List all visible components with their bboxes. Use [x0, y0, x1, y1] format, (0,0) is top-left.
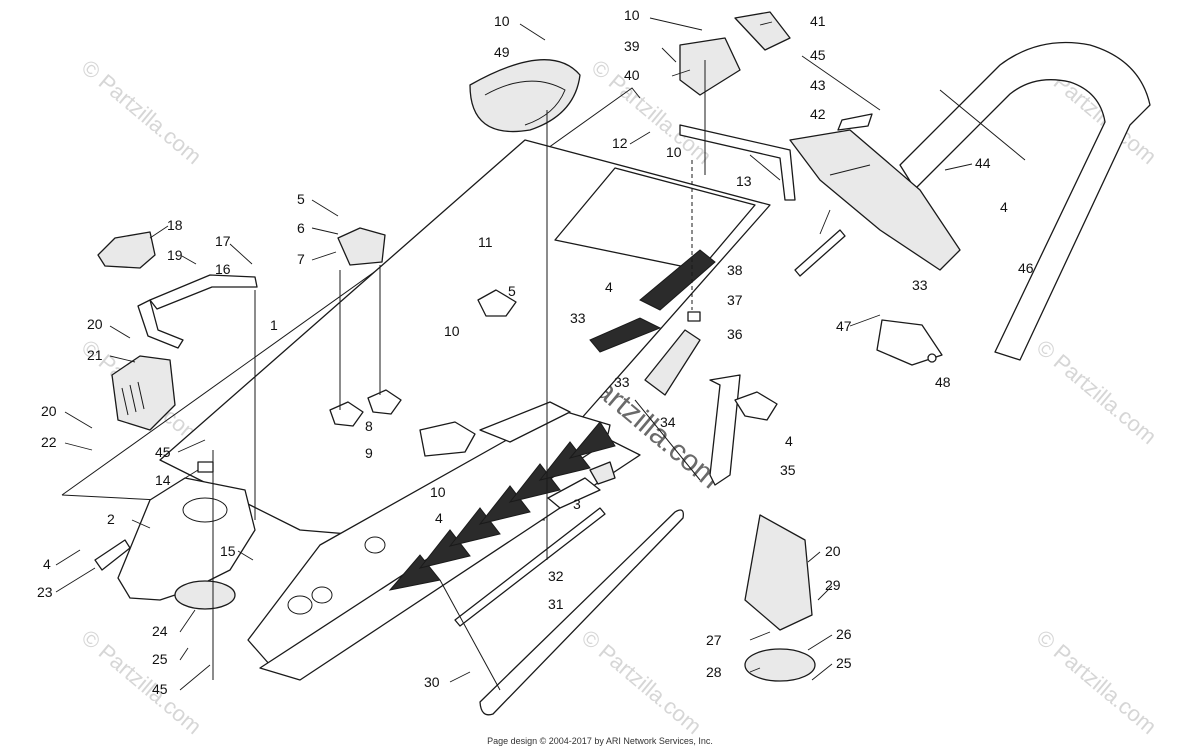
- callout: 34: [660, 414, 676, 430]
- callout: 40: [624, 67, 640, 83]
- callout: 6: [297, 220, 305, 236]
- callout: 19: [167, 247, 183, 263]
- callout: 10: [624, 7, 640, 23]
- page-footer: Page design © 2004-2017 by ARI Network S…: [487, 736, 713, 746]
- callout: 41: [810, 13, 826, 29]
- exploded-axes: [212, 60, 1026, 691]
- callout: 4: [43, 556, 51, 572]
- right-parts: [644, 41, 1151, 682]
- callout: 16: [215, 261, 231, 277]
- callout: 30: [424, 674, 440, 690]
- callout: 20: [825, 543, 841, 559]
- callout: 37: [727, 292, 743, 308]
- callout: 49: [494, 44, 510, 60]
- callout: 15: [220, 543, 236, 559]
- callout: 4: [435, 510, 443, 526]
- callout: 24: [152, 623, 168, 639]
- callout: 47: [836, 318, 852, 334]
- callout-leaders: [55, 17, 973, 691]
- callout: 5: [297, 191, 305, 207]
- callout: 48: [935, 374, 951, 390]
- bottom-parts: [454, 461, 684, 716]
- callout: 45: [810, 47, 826, 63]
- callout: 10: [430, 484, 446, 500]
- callout: 21: [87, 347, 103, 363]
- callout: 28: [706, 664, 722, 680]
- watermark: © Partzilla.com: [577, 625, 707, 739]
- callout: 5: [508, 283, 516, 299]
- callout: 18: [167, 217, 183, 233]
- callout: 10: [444, 323, 460, 339]
- callout: 31: [548, 596, 564, 612]
- callout: 2: [107, 511, 115, 527]
- callout: 7: [297, 251, 305, 267]
- callout: 14: [155, 472, 171, 488]
- callout: 10: [666, 144, 682, 160]
- callout: 8: [365, 418, 373, 434]
- callout: 17: [215, 233, 231, 249]
- callout: 42: [810, 106, 826, 122]
- callout: 43: [810, 77, 826, 93]
- callout: 11: [478, 234, 493, 250]
- callout: 36: [727, 326, 743, 342]
- callout: 45: [152, 681, 168, 697]
- callout: 4: [1000, 199, 1008, 215]
- watermark: © Partzilla.com: [77, 625, 207, 739]
- callout: 33: [570, 310, 586, 326]
- callout: 23: [37, 584, 53, 600]
- tunnel-chassis: [159, 139, 771, 681]
- callout: 38: [727, 262, 743, 278]
- callout: 4: [605, 279, 613, 295]
- callout: 20: [87, 316, 103, 332]
- callout: 12: [612, 135, 628, 151]
- callout: 25: [152, 651, 168, 667]
- callout: 9: [365, 445, 373, 461]
- callout: 33: [912, 277, 928, 293]
- callout: 46: [1018, 260, 1034, 276]
- callout: 3: [573, 496, 581, 512]
- callout: 4: [785, 433, 793, 449]
- callout: 29: [825, 577, 841, 593]
- front-bulkhead: [117, 477, 256, 601]
- callout: 39: [624, 38, 640, 54]
- callout: 13: [736, 173, 752, 189]
- callout: 22: [41, 434, 57, 450]
- watermark: © Partzilla.com: [1032, 625, 1162, 739]
- callout: 10: [494, 13, 510, 29]
- callout: 33: [614, 374, 630, 390]
- callout: 27: [706, 632, 722, 648]
- callout: 45: [155, 444, 171, 460]
- small-parts-left: [94, 231, 258, 610]
- callout: 25: [836, 655, 852, 671]
- callout: 44: [975, 155, 991, 171]
- callout: 20: [41, 403, 57, 419]
- callout: 26: [836, 626, 852, 642]
- top-parts: [329, 11, 796, 427]
- watermark: © Partzilla.com: [1032, 335, 1162, 449]
- callout-labels: 10 49 10 39 40 41 45 43 42 12 10 13 44 5…: [37, 7, 1034, 697]
- callout: 35: [780, 462, 796, 478]
- watermark: © Partzilla.com: [77, 55, 207, 169]
- callout: 32: [548, 568, 564, 584]
- callout: 1: [270, 317, 278, 333]
